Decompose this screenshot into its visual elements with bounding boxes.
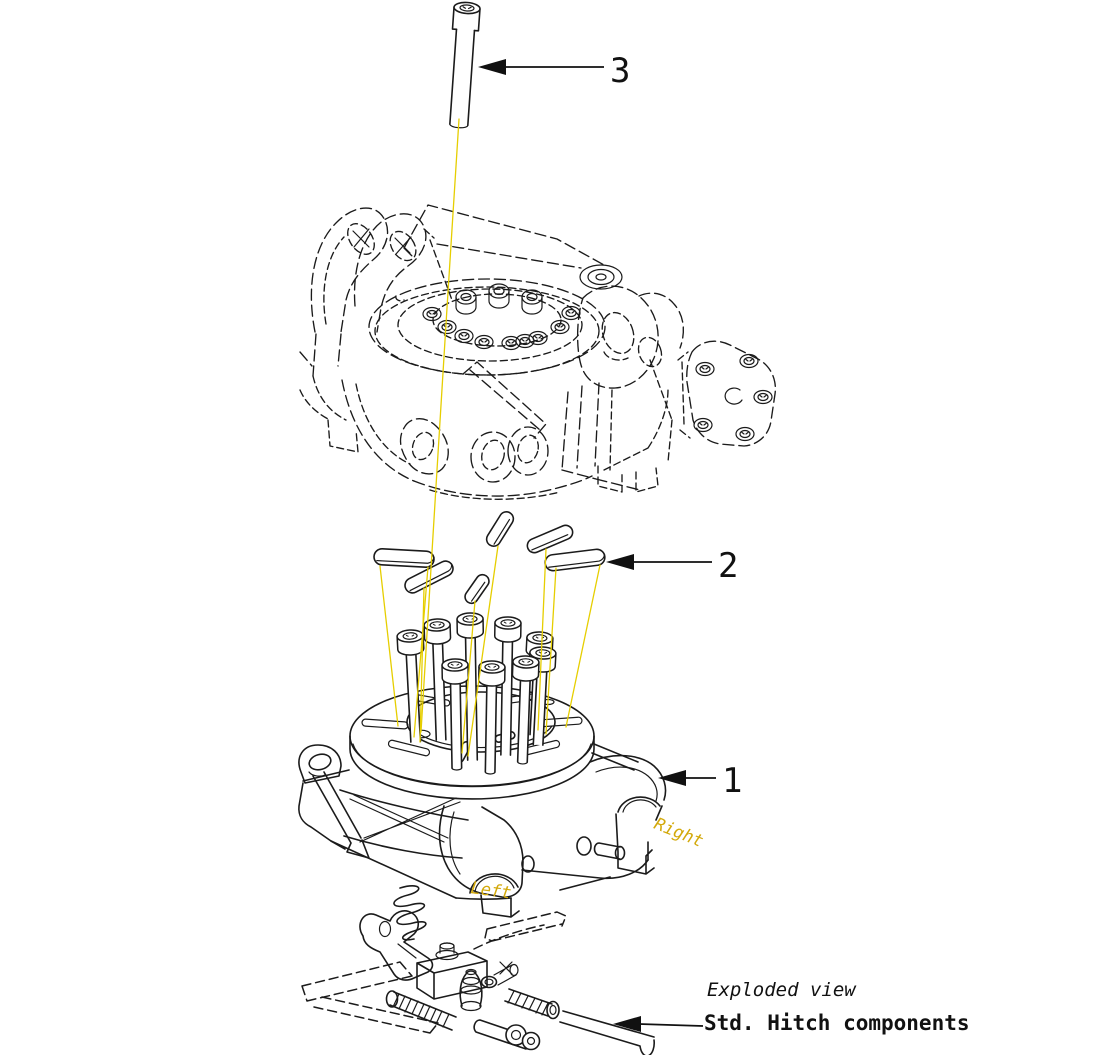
leader-arrowhead-icon [613,1016,641,1032]
leader-arrowhead-icon [658,770,686,786]
caption-callout: Exploded view Std. Hitch components [613,979,970,1035]
caption-title: Std. Hitch components [704,1011,970,1035]
parallel-keys-group [373,511,606,605]
callout-3: 3 [478,51,630,91]
callout-2-number: 2 [718,546,738,586]
hitch-lock-mechanism [301,885,655,1055]
mounting-bolts-group [396,612,557,775]
lever-bar [473,911,567,950]
caption-subtitle: Exploded view [707,979,857,1001]
clevis-fork [359,910,434,981]
callout-1-number: 1 [722,761,742,801]
lock-rod [559,1010,655,1055]
hitch-base-body [298,743,667,918]
callout-3-number: 3 [610,51,630,91]
orientation-right-label: Right [651,814,706,852]
threaded-rod [389,991,457,1031]
frame-plate [301,961,439,1034]
leader-arrowhead-icon [606,554,634,570]
part-3-socket-bolt [449,1,481,129]
callout-2: 2 [606,546,738,586]
ear-hole [347,223,375,255]
callout-1: 1 [658,761,742,801]
leader-arrowhead-icon [478,59,506,75]
yellow-alignment-lines: Right Left [379,118,706,904]
tiltrotator-assembly [299,204,777,500]
threaded-rod [504,988,553,1017]
